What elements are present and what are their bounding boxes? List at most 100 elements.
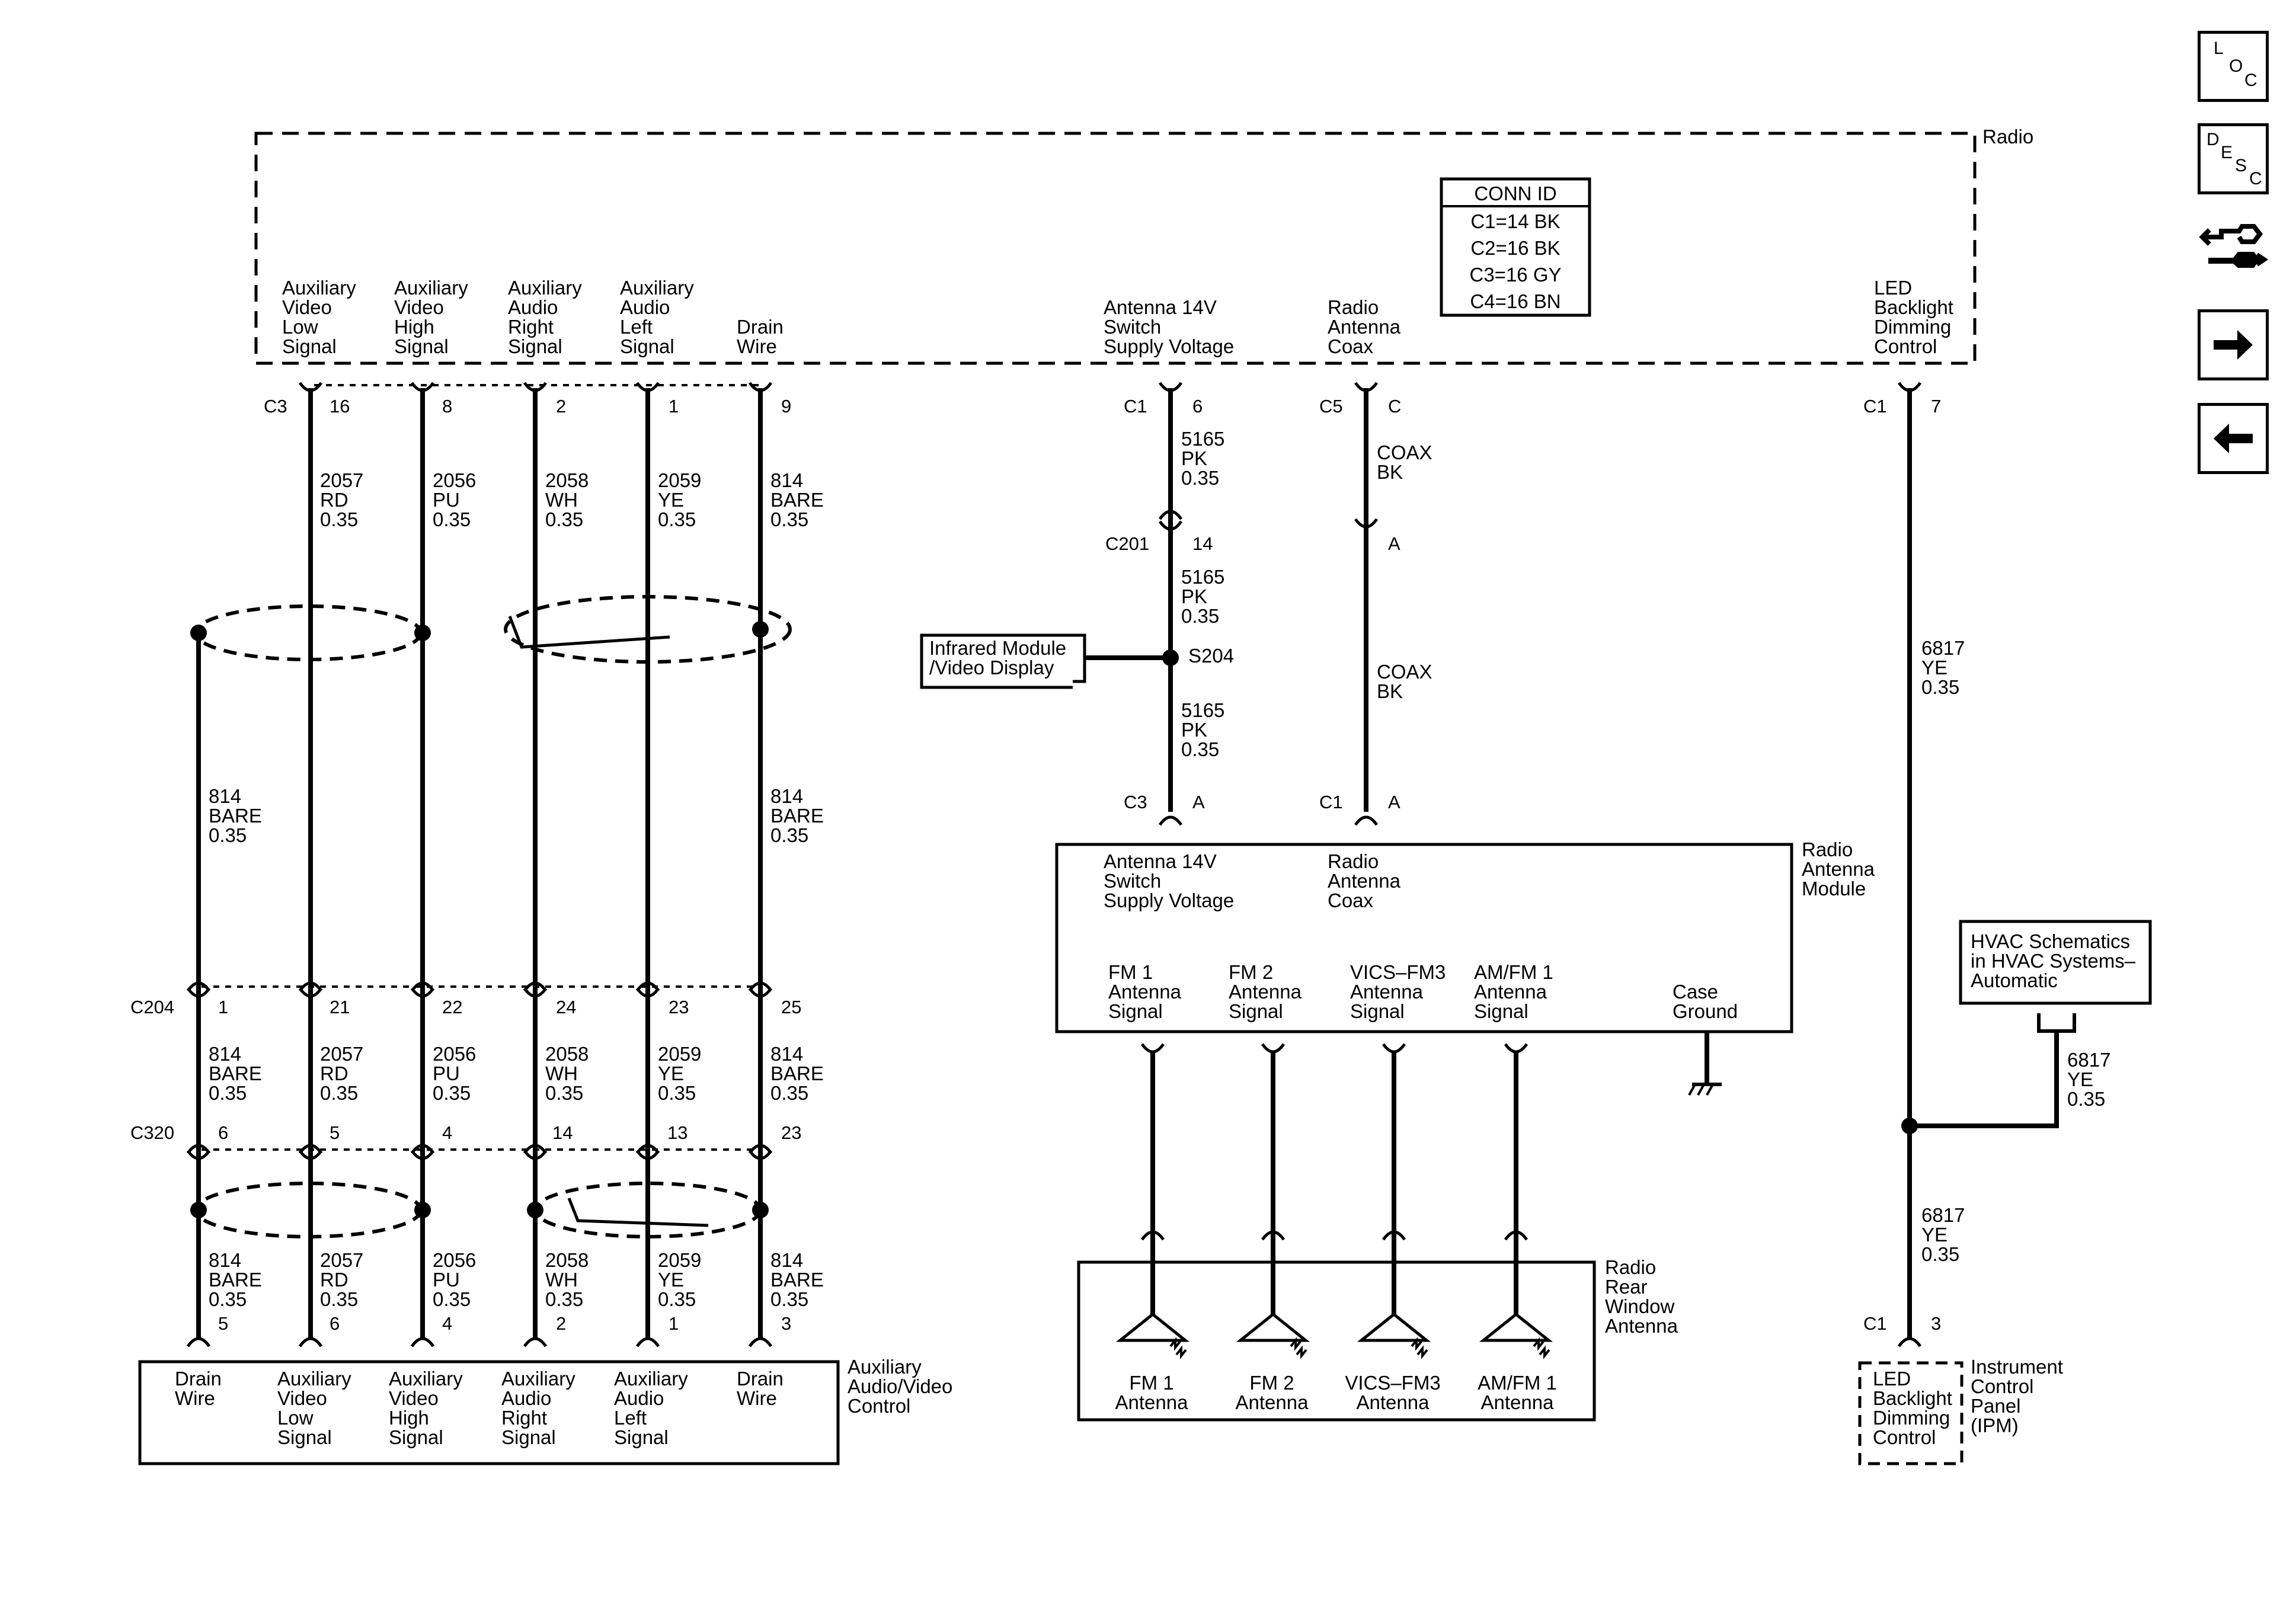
svg-text:Audio: Audio [614,1387,664,1409]
svg-text:C201: C201 [1105,533,1149,554]
svg-text:1: 1 [218,997,228,1017]
svg-text:0.35: 0.35 [1181,738,1219,760]
svg-text:0.35: 0.35 [1181,605,1219,627]
svg-text:LED: LED [1873,1368,1911,1390]
radio-pin-label-antenna-coax: Radio Antenna Coax [1328,296,1401,357]
svg-text:Signal: Signal [1350,1000,1405,1022]
svg-text:Rear: Rear [1605,1276,1648,1298]
svg-text:Signal: Signal [389,1426,443,1448]
radio-pin-label-aux-audio-left: Auxiliary Audio Left Signal [620,277,694,357]
svg-text:0.35: 0.35 [320,1288,358,1310]
svg-text:Antenna: Antenna [1236,1391,1309,1413]
svg-text:BARE: BARE [209,1062,262,1084]
aux-harness-wires [196,388,763,1339]
svg-text:Signal: Signal [1229,1000,1283,1022]
svg-text:Auxiliary: Auxiliary [614,1368,688,1390]
svg-text:13: 13 [667,1122,687,1143]
previous-page-button[interactable] [2198,403,2269,474]
desc-button[interactable]: D E S C [2198,123,2269,194]
svg-text:Antenna: Antenna [1108,981,1182,1003]
svg-text:Right: Right [508,316,554,338]
svg-text:Signal: Signal [1108,1000,1163,1022]
connector-c320: C320 6 5 4 14 13 23 [130,1122,801,1160]
svg-text:WH: WH [545,489,578,511]
svg-text:Control: Control [1874,335,1937,357]
loc-letter-o: O [2229,56,2243,76]
svg-text:2: 2 [556,1313,566,1334]
wire-label-2059-upper: 2059 YE 0.35 [658,469,701,530]
rear-antenna-element-labels: FM 1 Antenna FM 2 Antenna VICS–FM3 Anten… [1115,1372,1557,1413]
svg-text:Signal: Signal [394,335,449,357]
svg-text:5: 5 [218,1313,228,1334]
splice-s204: S204 [1085,645,1234,667]
svg-text:Control: Control [848,1395,910,1417]
svg-text:PK: PK [1181,719,1207,741]
svg-text:Supply Voltage: Supply Voltage [1104,889,1234,911]
svg-text:2057: 2057 [320,1249,363,1271]
radio-module-outline [254,132,1977,365]
svg-text:5165: 5165 [1181,699,1224,721]
svg-text:6: 6 [330,1313,340,1334]
next-page-button[interactable] [2198,309,2269,380]
svg-text:0.35: 0.35 [209,1288,247,1310]
svg-text:Antenna: Antenna [1229,981,1302,1003]
svg-text:2056: 2056 [433,1043,476,1065]
hvac-reference-box: HVAC Schematics in HVAC Systems– Automat… [1959,920,2152,1005]
svg-text:BK: BK [1377,461,1403,483]
svg-text:0.35: 0.35 [545,508,583,530]
svg-text:22: 22 [442,997,462,1017]
svg-text:4: 4 [442,1313,452,1334]
svg-text:Antenna: Antenna [1115,1391,1189,1413]
svg-text:Wire: Wire [737,335,777,357]
svg-text:Left: Left [620,316,653,338]
svg-text:Dimming: Dimming [1874,316,1951,338]
svg-text:Audio: Audio [508,296,558,318]
svg-text:COAX: COAX [1377,441,1432,463]
svg-text:VICS–FM3: VICS–FM3 [1350,961,1446,983]
svg-text:LED: LED [1874,277,1912,299]
svg-text:Signal: Signal [282,335,337,357]
svg-text:2059: 2059 [658,1043,701,1065]
svg-text:C3: C3 [1124,792,1147,812]
radio-pin-label-aux-audio-right: Auxiliary Audio Right Signal [508,277,582,357]
svg-text:BARE: BARE [770,489,824,511]
svg-text:Switch: Switch [1104,316,1161,338]
svg-text:0.35: 0.35 [209,1082,247,1104]
svg-text:RD: RD [320,489,348,511]
svg-text:Module: Module [1802,878,1866,900]
svg-text:Drain: Drain [737,316,784,338]
svg-text:COAX: COAX [1377,661,1432,683]
svg-text:Low: Low [277,1407,314,1429]
svg-text:BARE: BARE [209,1269,262,1291]
svg-text:2059: 2059 [658,1249,701,1271]
aux-control-title: Auxiliary Audio/Video Control [848,1356,952,1417]
svg-text:5165: 5165 [1181,428,1224,450]
svg-text:C3: C3 [264,396,287,417]
svg-text:2058: 2058 [545,1249,589,1271]
svg-text:Radio: Radio [1802,838,1853,860]
desc-letter-e: E [2221,143,2233,162]
svg-text:FM 1: FM 1 [1108,961,1153,983]
svg-text:0.35: 0.35 [433,1288,471,1310]
loc-button[interactable]: L O C [2198,31,2269,102]
svg-text:Antenna 14V: Antenna 14V [1104,296,1217,318]
svg-text:Antenna: Antenna [1802,858,1875,880]
rear-antenna-title: Radio Rear Window Antenna [1605,1256,1678,1337]
svg-text:C2=16 BK: C2=16 BK [1470,237,1560,259]
svg-text:BARE: BARE [770,1062,824,1084]
svg-text:0.35: 0.35 [658,1288,696,1310]
radio-pin-label-led-dimming: LED Backlight Dimming Control [1874,277,1953,357]
antenna-module-input-labels: Antenna 14V Switch Supply Voltage Radio … [1104,850,1401,911]
svg-text:Instrument: Instrument [1971,1356,2063,1378]
infrared-module-box: Infrared Module /Video Display [920,633,1086,689]
wire-label-2058-upper: 2058 WH 0.35 [545,469,589,530]
connector-view-button[interactable] [2198,213,2269,284]
svg-text:YE: YE [658,1062,684,1084]
svg-text:0.35: 0.35 [658,508,696,530]
svg-text:Video: Video [389,1387,439,1409]
svg-text:5: 5 [330,1122,340,1143]
svg-text:in HVAC Systems–: in HVAC Systems– [1971,950,2136,972]
svg-text:C4=16 BN: C4=16 BN [1470,290,1560,312]
svg-text:2057: 2057 [320,1043,363,1065]
svg-text:Wire: Wire [737,1387,777,1409]
